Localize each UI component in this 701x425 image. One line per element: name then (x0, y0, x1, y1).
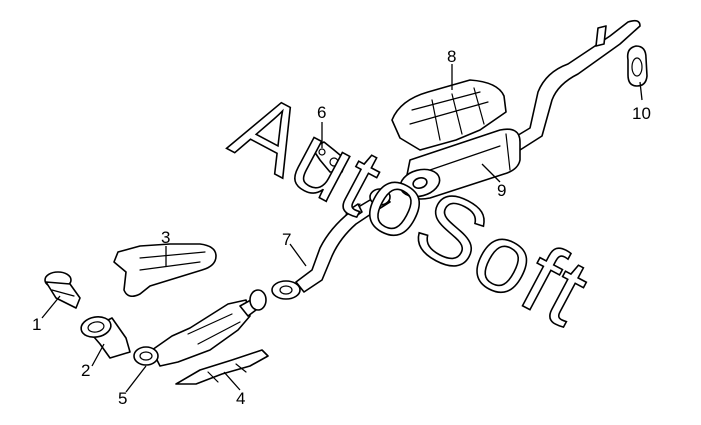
part-3-front-heat-shield (113, 243, 217, 298)
callout-6: 6 (317, 103, 326, 122)
callout-7: 7 (282, 230, 291, 249)
callout-10: 10 (632, 104, 651, 123)
callout-9: 9 (497, 181, 506, 200)
part-4-lower-heat-shield (175, 349, 269, 385)
callout-5: 5 (118, 389, 127, 408)
leader-lines (41, 64, 643, 393)
part-10-hanger-ring (626, 45, 648, 87)
callout-8: 8 (447, 47, 456, 66)
part-2-down-pipe (80, 316, 131, 359)
part-1-front-pipe (44, 271, 81, 309)
part-5-front-flange (133, 346, 159, 366)
callout-1: 1 (32, 315, 41, 334)
part-9-rear-muffler (399, 128, 521, 200)
part-6-hanger-bracket (311, 141, 347, 173)
part-catalytic-converter (151, 289, 267, 367)
callout-2: 2 (81, 361, 90, 380)
callout-4: 4 (236, 389, 245, 408)
part-8-muffler-heat-shield (391, 79, 507, 151)
part-7-intermediate-pipe (271, 188, 391, 300)
callout-3: 3 (161, 228, 170, 247)
part-tail-pipe (509, 19, 641, 151)
callout-labels: 1 2 3 4 5 6 7 8 9 10 (32, 47, 651, 408)
